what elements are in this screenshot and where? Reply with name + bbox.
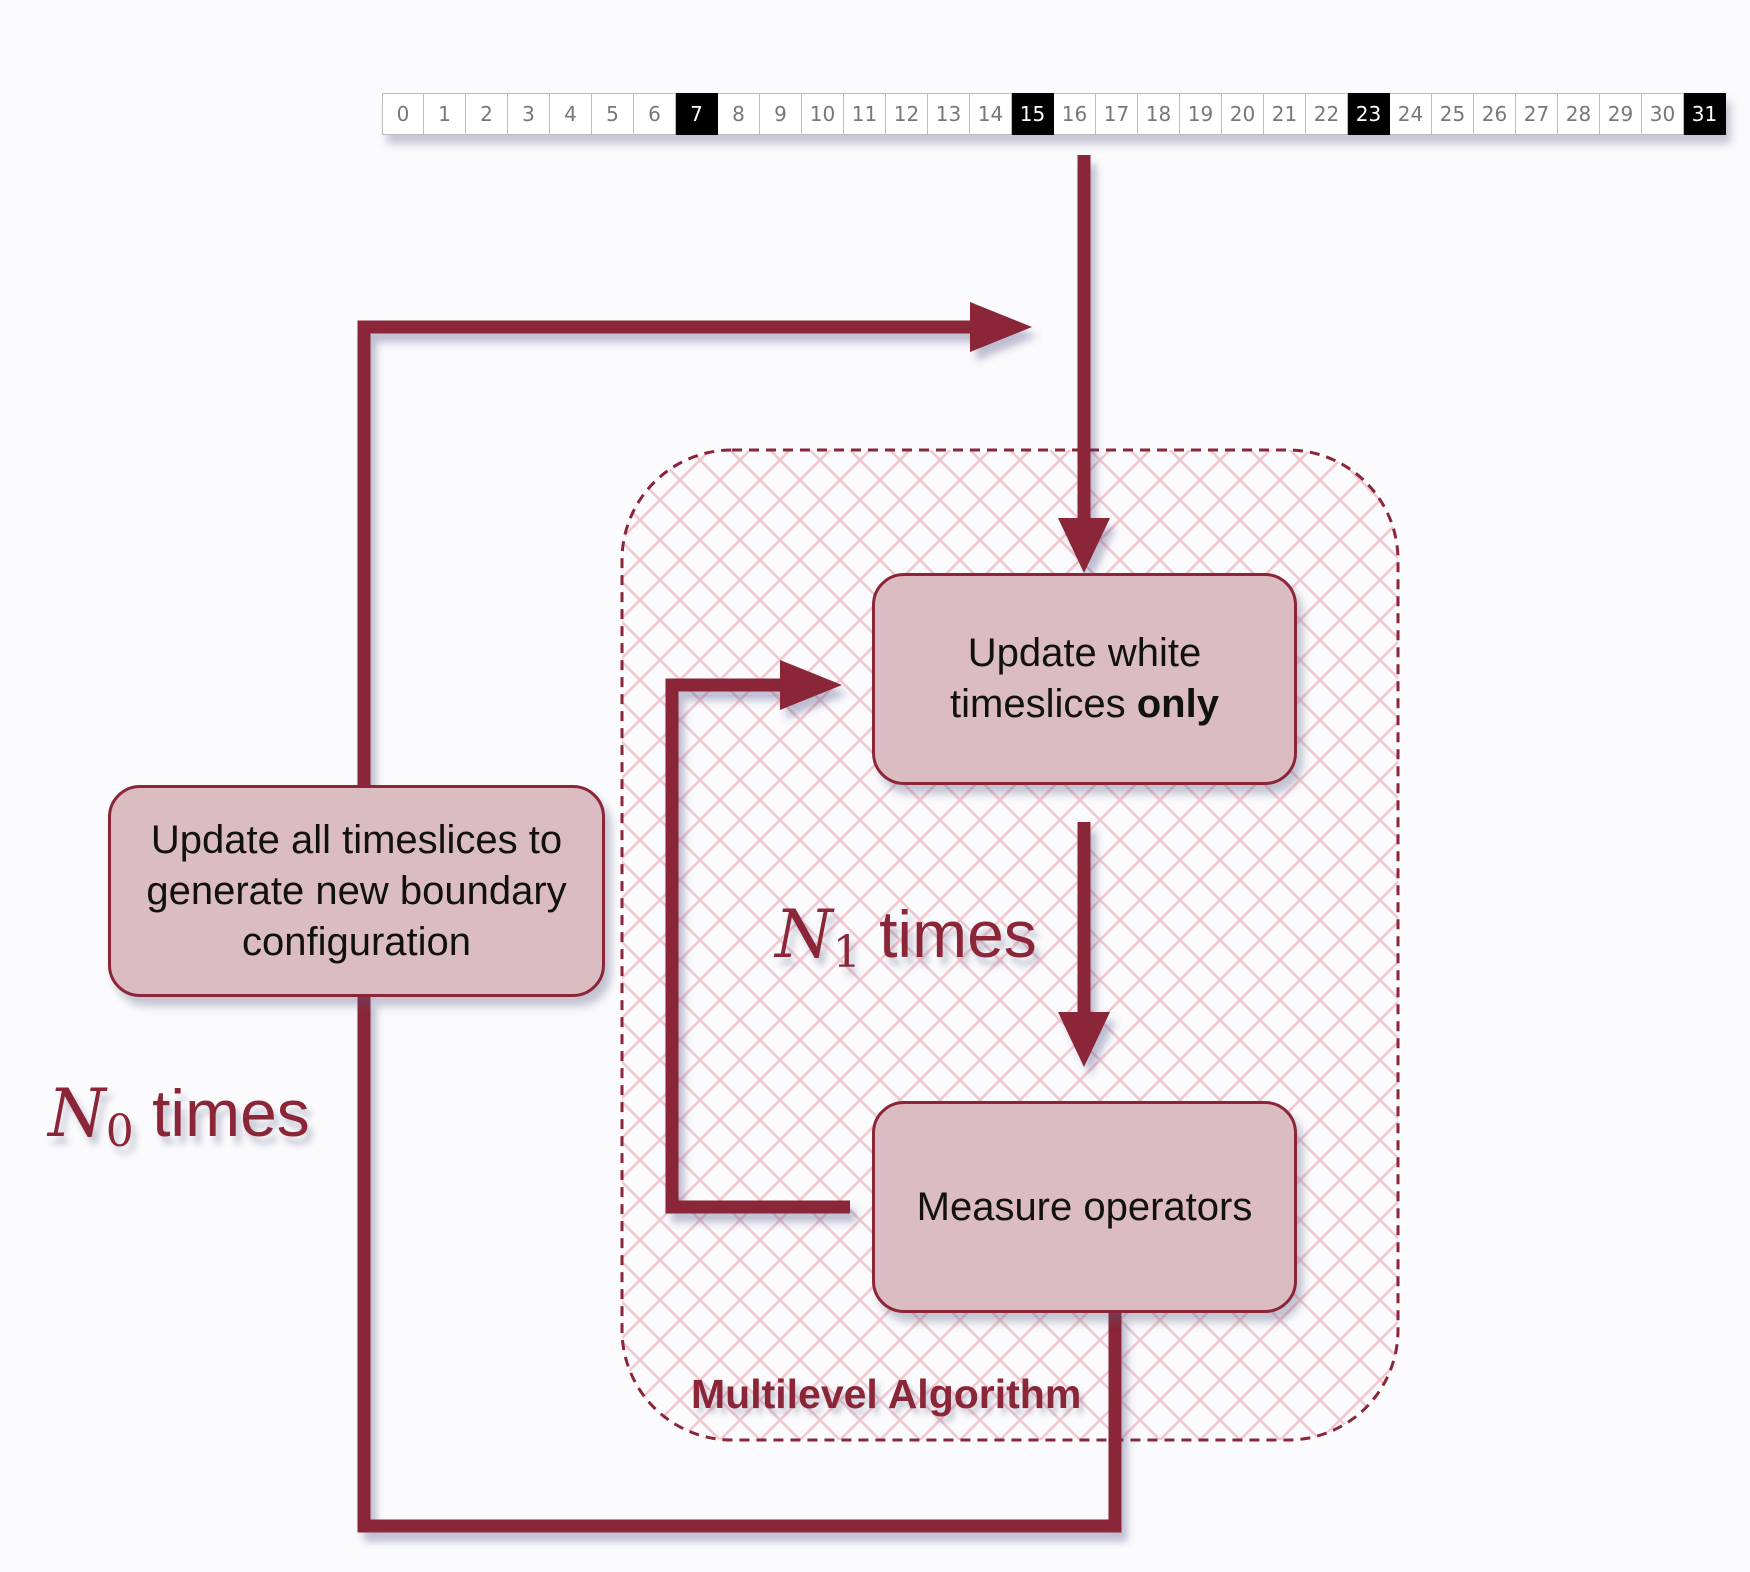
timeslice-4: 4 (550, 93, 592, 135)
measure-operators-label: Measure operators (916, 1184, 1253, 1229)
timeslice-14: 14 (970, 93, 1012, 135)
timeslice-22: 22 (1306, 93, 1348, 135)
timeslice-19: 19 (1180, 93, 1222, 135)
timeslice-10: 10 (802, 93, 844, 135)
timeslice-2: 2 (466, 93, 508, 135)
n0-symbol: N (48, 1075, 106, 1152)
measure-operators-node: Measure operators (872, 1101, 1297, 1313)
timeslice-6: 6 (634, 93, 676, 135)
inner-loop-count-label: N1 times (775, 896, 1037, 978)
update-all-line-2: generate new boundary (146, 868, 567, 913)
timeslice-30: 30 (1642, 93, 1684, 135)
arrowhead-timeline-to-update-white (1058, 518, 1110, 573)
timeslice-25: 25 (1432, 93, 1474, 135)
timeslice-1: 1 (424, 93, 466, 135)
timeslice-26: 26 (1474, 93, 1516, 135)
arrowhead-outer-loop (970, 302, 1032, 352)
timeslice-12: 12 (886, 93, 928, 135)
arrow-inner-loop (665, 678, 850, 1214)
timeslice-18: 18 (1138, 93, 1180, 135)
timeslice-23: 23 (1348, 93, 1390, 135)
arrowhead-update-white-to-measure (1058, 1012, 1110, 1067)
n0-suffix: times (152, 1076, 310, 1150)
update-all-line-3: configuration (241, 919, 472, 964)
timeslice-16: 16 (1054, 93, 1096, 135)
update-all-timeslices-node: Update all timeslices to generate new bo… (108, 785, 605, 997)
n1-subscript: 1 (832, 927, 861, 978)
arrow-outer-loop-top (357, 320, 980, 785)
timeslice-24: 24 (1390, 93, 1432, 135)
update-white-line-2: timeslices only (950, 679, 1219, 730)
update-white-line-2-bold: only (1136, 682, 1219, 726)
multilevel-algorithm-label: Multilevel Algorithm (691, 1371, 1082, 1417)
timeslice-15: 15 (1012, 93, 1054, 135)
timeslice-20: 20 (1222, 93, 1264, 135)
timeslice-27: 27 (1516, 93, 1558, 135)
timeslice-11: 11 (844, 93, 886, 135)
update-white-line-2-plain: timeslices (950, 682, 1126, 726)
arrow-outer-loop-bottom (357, 997, 1122, 1533)
timeslice-0: 0 (382, 93, 424, 135)
n1-symbol: N (775, 896, 833, 973)
update-white-line-1: Update white (967, 631, 1202, 675)
timeslice-17: 17 (1096, 93, 1138, 135)
timeslice-7: 7 (676, 93, 718, 135)
outer-loop-count-label: N0 times (48, 1075, 310, 1157)
timeslice-9: 9 (760, 93, 802, 135)
timeslice-28: 28 (1558, 93, 1600, 135)
arrowhead-inner-loop (780, 660, 842, 710)
timeslice-8: 8 (718, 93, 760, 135)
timeslice-31: 31 (1684, 93, 1726, 135)
update-white-timeslices-node: Update white timeslices only (872, 573, 1297, 785)
timeslice-3: 3 (508, 93, 550, 135)
n0-subscript: 0 (105, 1106, 134, 1157)
update-all-line-1: Update all timeslices to (150, 817, 563, 862)
timeslice-5: 5 (592, 93, 634, 135)
timeslice-21: 21 (1264, 93, 1306, 135)
timeslice-29: 29 (1600, 93, 1642, 135)
n1-suffix: times (879, 897, 1037, 971)
timeslice-13: 13 (928, 93, 970, 135)
